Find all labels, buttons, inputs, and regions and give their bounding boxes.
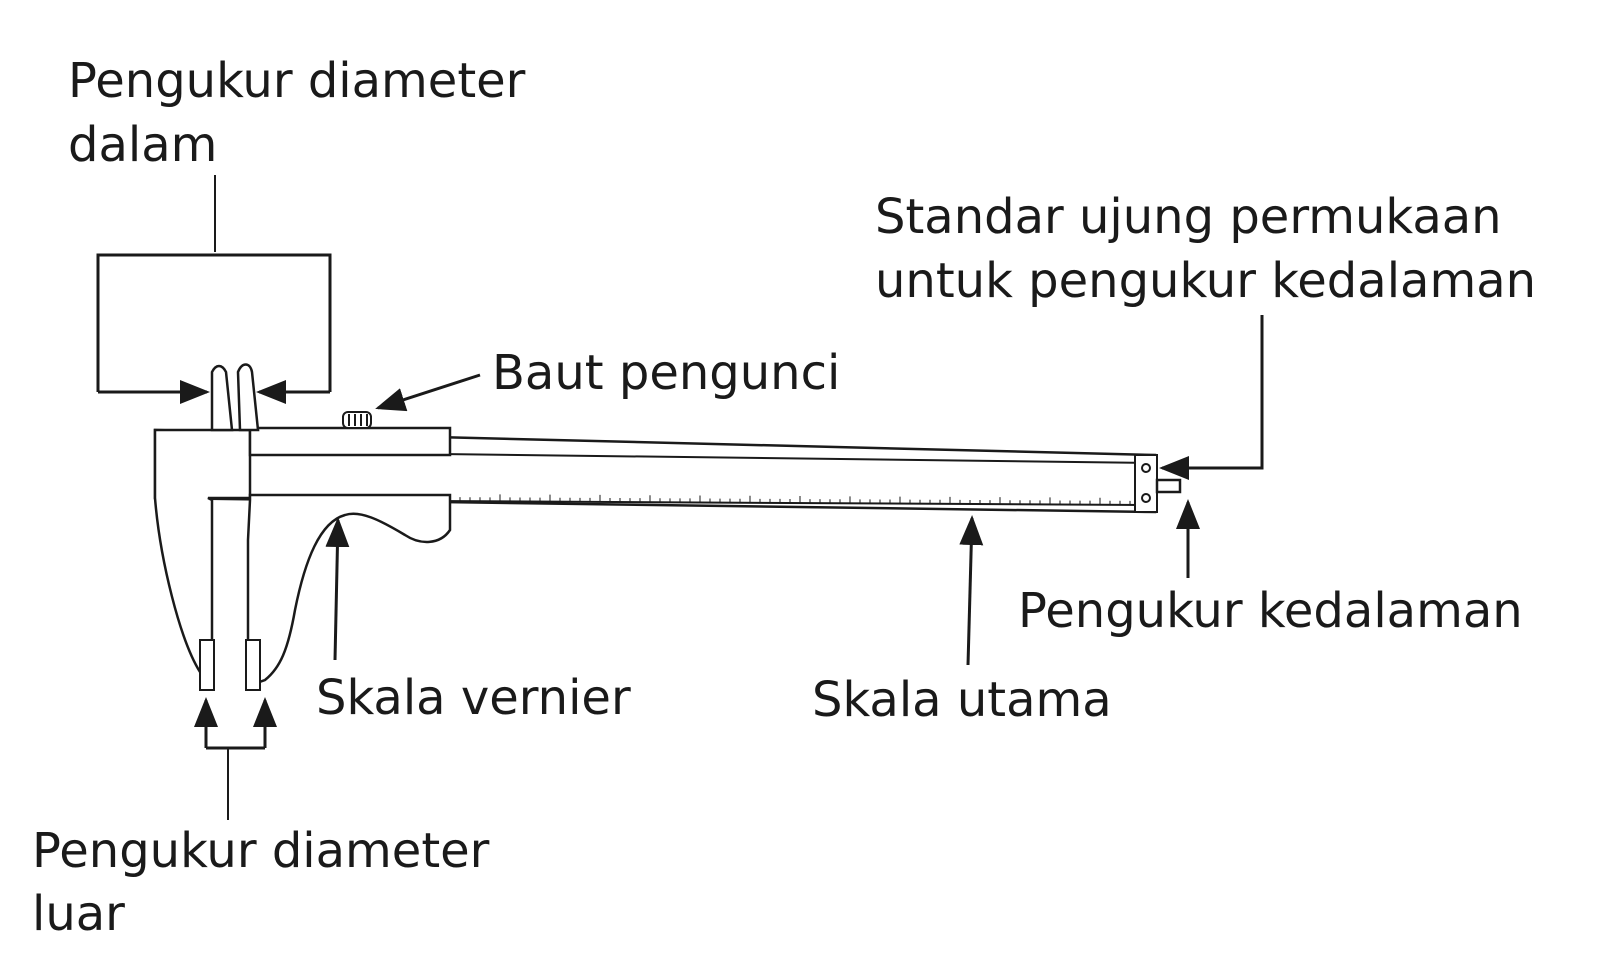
inner-jaw-fixed [210, 364, 234, 432]
main-scale-label: Skala utama [812, 672, 1112, 728]
outer-diameter-label-line1: Pengukur diameter [32, 823, 490, 879]
outer-jaw-tip-moving [245, 639, 261, 691]
main-scale-ticks [459, 494, 1131, 505]
end-rivet-top [1141, 463, 1151, 473]
outer-jaw-tip-fixed [199, 639, 215, 691]
vernier-slider [248, 426, 452, 457]
depth-reference-label-line1: Standar ujung permukaan [875, 189, 1502, 245]
inner-diameter-label-line1: Pengukur diameter [68, 53, 526, 109]
lock-screw-label: Baut pengunci [492, 345, 840, 401]
fixed-jaw [153, 428, 252, 690]
depth-rod [1155, 478, 1182, 494]
vernier-lower-body [246, 493, 452, 688]
depth-gauge-label: Pengukur kedalaman [1018, 583, 1523, 639]
labels: Pengukur diameter dalam Baut pengunci St… [32, 53, 1536, 942]
end-rivet-bottom [1141, 493, 1151, 503]
outer-diameter-label-line2: luar [32, 886, 125, 942]
depth-reference-label-line2: untuk pengukur kedalaman [875, 253, 1536, 309]
inner-diameter-label-line2: dalam [68, 117, 217, 173]
caliper-illustration [153, 363, 1182, 691]
leader-lines [96, 175, 1264, 820]
vernier-scale-label: Skala vernier [316, 670, 631, 726]
inner-jaw-moving [236, 363, 260, 432]
